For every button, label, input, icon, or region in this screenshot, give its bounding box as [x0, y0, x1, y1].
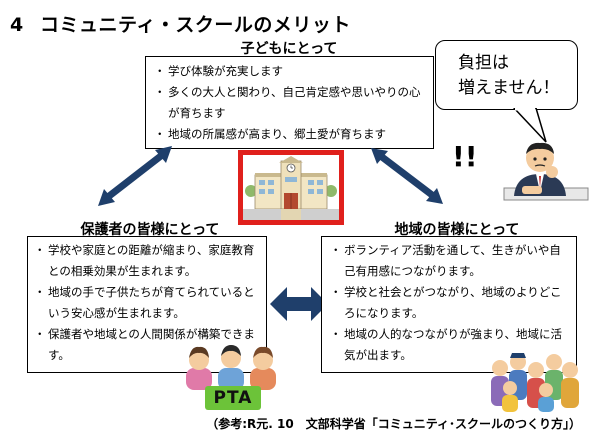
children-heading: 子どもにとって [240, 41, 338, 57]
children-benefits-box: 学び体験が充実します 多くの大人と関わり、自己肯定感や思いやりの心が育ちます 地… [145, 56, 434, 149]
guardians-heading: 保護者の皆様にとって [80, 222, 220, 238]
community-heading: 地域の皆様にとって [394, 222, 520, 238]
speech-bubble: 負担は 増えません！ [435, 40, 578, 110]
list-item: ボランティア活動を通して、生きがいや自己有用感につながります。 [330, 240, 572, 282]
community-benefits-list: ボランティア活動を通して、生きがいや自己有用感につながります。 学校と社会とがつ… [330, 240, 572, 366]
school-frame [238, 150, 344, 225]
list-item: 地域の所属感が高まり、郷土愛が育ちます [154, 124, 433, 145]
citation: （参考:R元. 10 文部科学省「コミュニティ･スクールのつくり方」） [206, 417, 581, 431]
children-community-arrow [371, 148, 443, 204]
guardians-benefits-box: 学校や家庭との距離が縮まり、家庭教育との相乗効果が生まれます。 地域の手で子供た… [27, 236, 267, 373]
speech-bubble-line-2: 増えません！ [458, 78, 560, 98]
list-item: 保護者や地域との人間関係が構築できます。 [34, 324, 262, 366]
list-item: 地域の手で子供たちが育てられているという安心感が生まれます。 [34, 282, 262, 324]
speech-bubble-line-1: 負担は [458, 53, 509, 73]
speech-bubble-tail [512, 108, 547, 143]
list-item: 学校と社会とがつながり、地域のよりどころになります。 [330, 282, 572, 324]
title-text: コミュニティ・スクールのメリット [40, 14, 351, 36]
community-people-icon [491, 353, 579, 412]
businessman-icon [503, 142, 589, 201]
community-benefits-box: ボランティア活動を通して、生きがいや自己有用感につながります。 学校と社会とがつ… [321, 236, 577, 373]
guardians-benefits-list: 学校や家庭との距離が縮まり、家庭教育との相乗効果が生まれます。 地域の手で子供た… [34, 240, 262, 366]
pta-sign: PTA [205, 386, 261, 410]
list-item: 学び体験が充実します [154, 61, 433, 82]
section-number: 4 [10, 14, 24, 36]
school-building-icon [243, 155, 339, 220]
guardians-community-arrow [270, 287, 328, 321]
children-guardians-arrow [98, 146, 172, 206]
exclamation-marks: !! [452, 140, 478, 173]
list-item: 学校や家庭との距離が縮まり、家庭教育との相乗効果が生まれます。 [34, 240, 262, 282]
page-title: 4 コミュニティ・スクールのメリット [10, 10, 351, 37]
pta-parents-icon [186, 345, 276, 390]
list-item: 多くの大人と関わり、自己肯定感や思いやりの心が育ちます [154, 82, 433, 124]
children-benefits-list: 学び体験が充実します 多くの大人と関わり、自己肯定感や思いやりの心が育ちます 地… [154, 61, 433, 145]
list-item: 地域の人的なつながりが強まり、地域に活気が出ます。 [330, 324, 572, 366]
